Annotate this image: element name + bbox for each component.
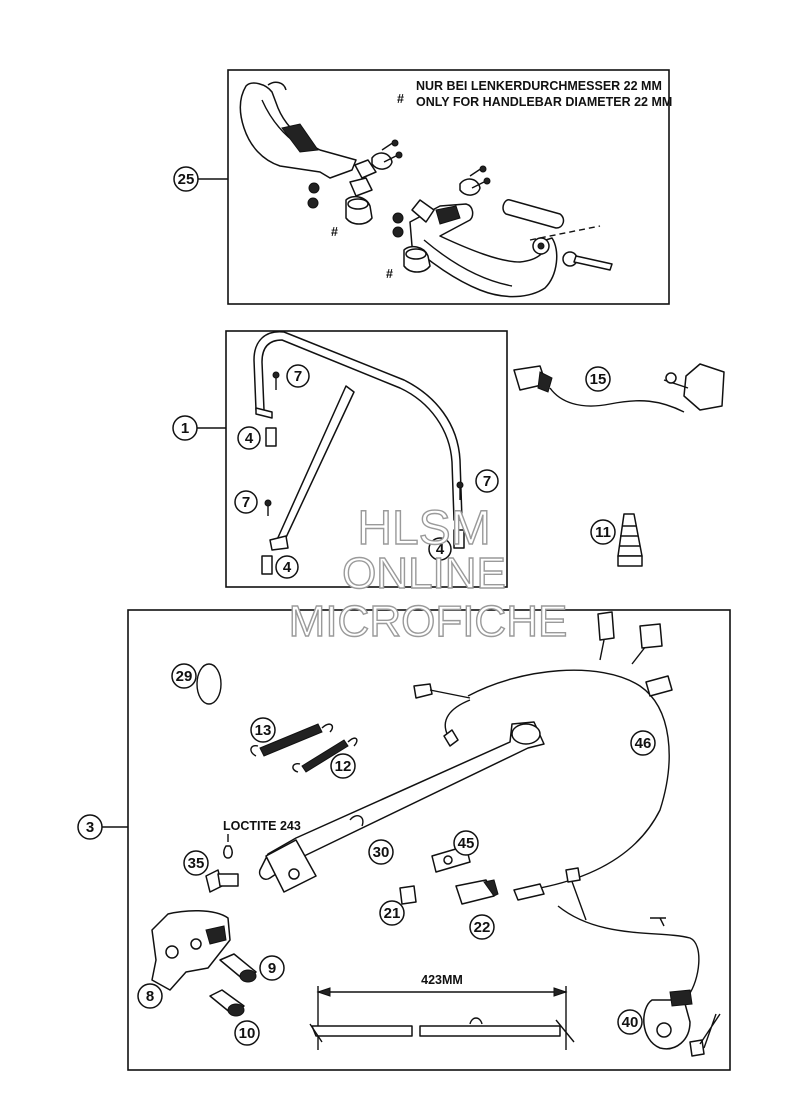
callout-15-label: 15 bbox=[590, 371, 607, 388]
hex-bolt bbox=[219, 953, 257, 983]
handguard-kit-frame bbox=[227, 69, 670, 305]
dimension-line bbox=[316, 986, 568, 1050]
right-clamp-hardware bbox=[392, 165, 613, 273]
left-clamp-hardware bbox=[307, 139, 403, 225]
callout-46-label: 46 bbox=[635, 735, 652, 752]
socket-bolt bbox=[209, 989, 245, 1017]
callout-15[interactable] bbox=[585, 366, 611, 392]
note-english: ONLY FOR HANDLEBAR DIAMETER 22 MM bbox=[416, 95, 672, 109]
callout-4b-label: 4 bbox=[283, 559, 292, 576]
callout-8[interactable] bbox=[137, 983, 163, 1009]
callout-10[interactable] bbox=[234, 1020, 260, 1046]
rubber-tip bbox=[617, 513, 643, 567]
callout-11-label: 11 bbox=[595, 524, 611, 541]
crash-bar bbox=[253, 331, 463, 551]
watermark: HLSM ONLINE MICROFICHE bbox=[288, 501, 568, 646]
note-marker: # bbox=[397, 92, 404, 106]
spring-12 bbox=[292, 737, 358, 773]
callout-7a[interactable] bbox=[286, 364, 310, 388]
side-stand-kit-frame bbox=[127, 609, 731, 1071]
callout-9[interactable] bbox=[259, 955, 285, 981]
callout-4b[interactable] bbox=[275, 555, 299, 579]
retaining-ring bbox=[196, 663, 222, 705]
callout-21[interactable] bbox=[379, 900, 405, 926]
note-marker-left: # bbox=[331, 225, 338, 239]
callout-46[interactable] bbox=[630, 730, 656, 756]
callout-12-label: 12 bbox=[335, 758, 352, 775]
callout-4a-label: 4 bbox=[245, 430, 254, 447]
callout-8-label: 8 bbox=[146, 988, 154, 1005]
side-stand bbox=[258, 721, 545, 893]
callout-1-label: 1 bbox=[181, 420, 189, 437]
watermark-line-2: ONLINE bbox=[342, 549, 506, 598]
callout-13-label: 13 bbox=[255, 722, 272, 739]
callout-22-label: 22 bbox=[474, 919, 491, 936]
callout-12[interactable] bbox=[330, 753, 356, 779]
callout-29-label: 29 bbox=[176, 668, 193, 685]
callout-4c[interactable] bbox=[428, 537, 452, 561]
loctite-note: LOCTITE 243 bbox=[223, 819, 301, 833]
callout-22[interactable] bbox=[469, 914, 495, 940]
callout-21-label: 21 bbox=[384, 905, 401, 922]
extension-tube bbox=[309, 1017, 575, 1043]
note-marker-right: # bbox=[386, 267, 393, 281]
callout-7b[interactable] bbox=[234, 490, 258, 514]
watermark-line-1: HLSM bbox=[357, 502, 490, 555]
callout-35[interactable] bbox=[183, 850, 209, 876]
callout-30[interactable] bbox=[368, 839, 394, 865]
callout-35-label: 35 bbox=[188, 855, 205, 872]
callout-7b-label: 7 bbox=[242, 494, 250, 511]
shoulder-bolt bbox=[205, 869, 239, 893]
switch-cable bbox=[513, 363, 725, 413]
crash-bar-hardware bbox=[261, 371, 465, 575]
mounting-bracket bbox=[151, 910, 231, 991]
connector-block bbox=[455, 879, 499, 905]
callout-7c-label: 7 bbox=[483, 473, 491, 490]
callout-29[interactable] bbox=[171, 663, 197, 689]
left-handguard bbox=[239, 81, 357, 179]
dimension-label: 423MM bbox=[421, 973, 463, 987]
callout-45[interactable] bbox=[453, 830, 479, 856]
callout-4a[interactable] bbox=[237, 426, 261, 450]
watermark-line-3: MICROFICHE bbox=[289, 597, 568, 646]
callout-9-label: 9 bbox=[268, 960, 276, 977]
callout-25-label: 25 bbox=[178, 171, 195, 188]
stand-switch bbox=[557, 905, 721, 1057]
spring-13 bbox=[250, 723, 334, 757]
right-handguard bbox=[409, 199, 601, 298]
callout-4c-label: 4 bbox=[436, 541, 445, 558]
wiring-harness bbox=[413, 611, 673, 921]
callout-30-label: 30 bbox=[373, 844, 390, 861]
callout-3-label: 3 bbox=[86, 819, 94, 836]
callout-13[interactable] bbox=[250, 717, 276, 743]
callout-10-label: 10 bbox=[239, 1025, 256, 1042]
crash-bar-kit-frame bbox=[225, 330, 508, 588]
callout-7c[interactable] bbox=[475, 469, 499, 493]
callout-40[interactable] bbox=[617, 1009, 643, 1035]
callout-7a-label: 7 bbox=[294, 368, 302, 385]
callout-45-label: 45 bbox=[458, 835, 475, 852]
callout-40-label: 40 bbox=[622, 1014, 639, 1031]
callout-11[interactable] bbox=[590, 519, 616, 545]
note-german: NUR BEI LENKERDURCHMESSER 22 MM bbox=[416, 79, 662, 93]
relay bbox=[399, 885, 417, 905]
